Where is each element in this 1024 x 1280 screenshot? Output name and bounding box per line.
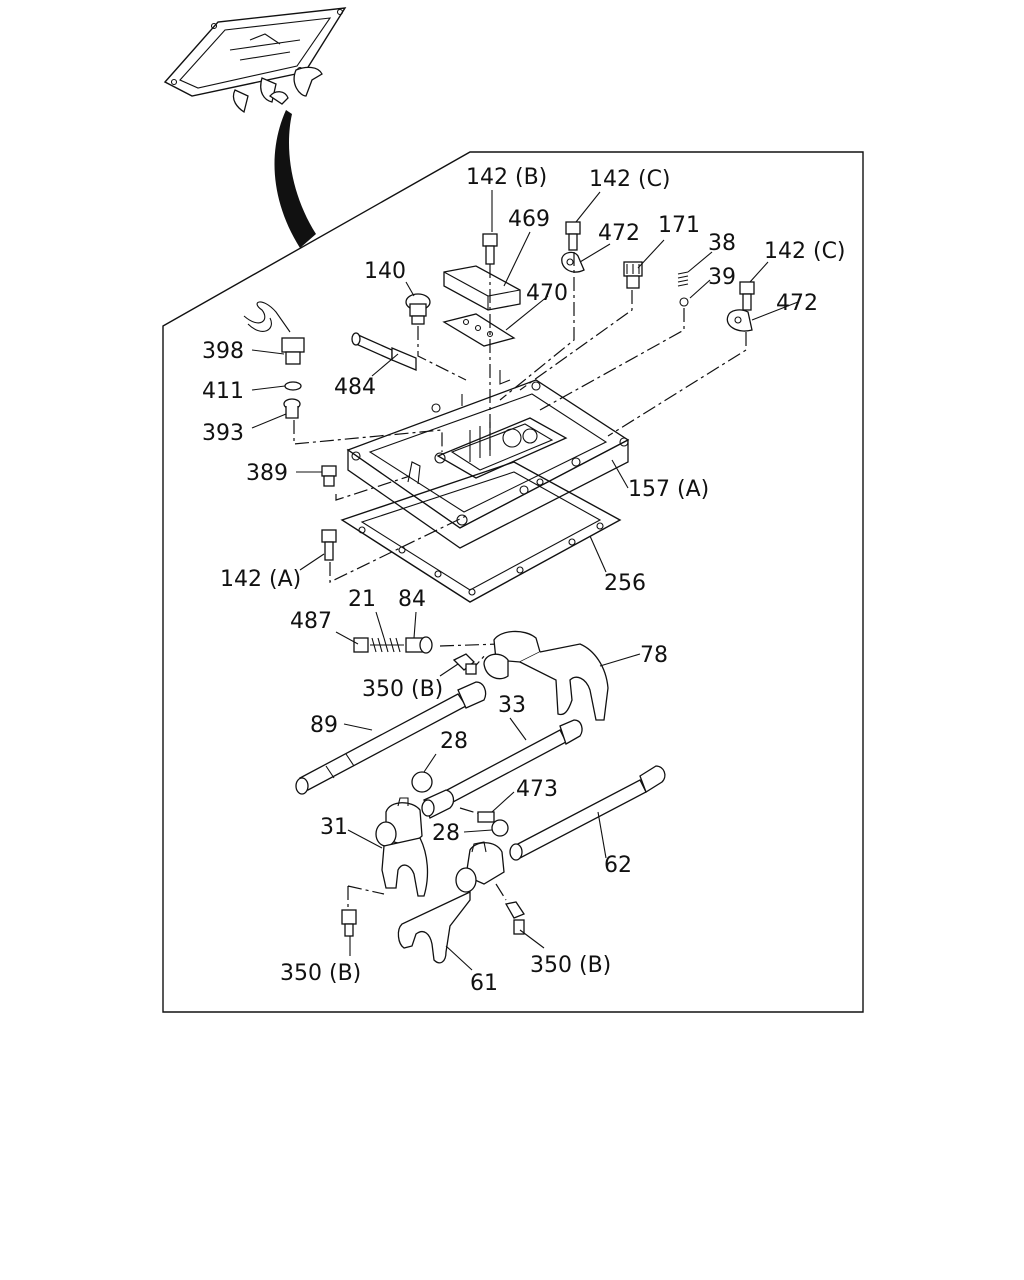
ball-39 bbox=[679, 297, 689, 307]
bracket-472-right bbox=[726, 309, 753, 332]
label-472-right: 472 bbox=[776, 291, 818, 316]
label-411: 411 bbox=[202, 379, 244, 404]
label-472-top: 472 bbox=[598, 221, 640, 246]
shaft-33 bbox=[421, 719, 583, 819]
diagram-frame bbox=[162, 151, 864, 1013]
label-350b-right: 350 (B) bbox=[530, 953, 611, 978]
label-142a: 142 (A) bbox=[220, 567, 301, 592]
label-21: 21 bbox=[348, 587, 376, 612]
label-140: 140 bbox=[364, 259, 406, 284]
label-171: 171 bbox=[658, 213, 700, 238]
shift-fork-78 bbox=[483, 630, 609, 721]
label-28-top: 28 bbox=[440, 729, 468, 754]
label-31: 31 bbox=[320, 815, 348, 840]
label-393: 393 bbox=[202, 421, 244, 446]
bolt-350b-right bbox=[504, 901, 525, 935]
label-350b-left: 350 (B) bbox=[280, 961, 361, 986]
label-142c-top: 142 (C) bbox=[589, 167, 671, 192]
shaft-484 bbox=[351, 332, 417, 371]
assembly-thumbnail bbox=[163, 7, 347, 114]
label-62: 62 bbox=[604, 853, 632, 878]
label-33: 33 bbox=[498, 693, 526, 718]
pin-393 bbox=[283, 398, 301, 419]
switch-171 bbox=[623, 261, 643, 289]
bolt-350b-mid bbox=[452, 653, 477, 675]
plug-389 bbox=[321, 465, 337, 487]
label-142c-right: 142 (C) bbox=[764, 239, 846, 264]
label-142b-top: 142 (B) bbox=[466, 165, 547, 190]
plate-469 bbox=[443, 265, 521, 311]
label-157a: 157 (A) bbox=[628, 477, 709, 502]
label-28-bot: 28 bbox=[432, 821, 460, 846]
shift-cover-157a bbox=[346, 370, 630, 549]
spring-38 bbox=[677, 271, 689, 287]
plug-140 bbox=[405, 293, 431, 325]
label-38: 38 bbox=[708, 231, 736, 256]
label-61: 61 bbox=[470, 971, 498, 996]
label-470: 470 bbox=[526, 281, 568, 306]
shaft-62 bbox=[509, 765, 666, 861]
ball-28-top bbox=[411, 771, 433, 793]
bolt-350b-left bbox=[341, 909, 357, 937]
label-487: 487 bbox=[290, 609, 332, 634]
label-84: 84 bbox=[398, 587, 426, 612]
gasket-256 bbox=[340, 461, 622, 603]
label-469: 469 bbox=[508, 207, 550, 232]
bolt-142b-top bbox=[482, 233, 498, 265]
switch-398 bbox=[243, 301, 305, 365]
detent-84 bbox=[405, 636, 433, 654]
detent-assembly bbox=[353, 636, 433, 654]
pointer-arrow bbox=[274, 110, 316, 248]
pin-473 bbox=[477, 811, 495, 823]
alignment-lines bbox=[293, 252, 747, 910]
ball-28-bottom bbox=[491, 819, 509, 837]
shaft-89 bbox=[295, 681, 487, 795]
label-39: 39 bbox=[708, 265, 736, 290]
bolt-142c-top bbox=[565, 221, 581, 251]
part-labels: 142 (B) 142 (C) 469 472 171 38 140 470 3… bbox=[202, 165, 846, 996]
plug-487 bbox=[353, 637, 369, 653]
label-89: 89 bbox=[310, 713, 338, 738]
label-473: 473 bbox=[516, 777, 558, 802]
bolt-142c-right bbox=[739, 281, 755, 311]
label-484: 484 bbox=[334, 375, 376, 400]
shift-fork-61 bbox=[397, 841, 505, 964]
label-389: 389 bbox=[246, 461, 288, 486]
washer-411 bbox=[284, 381, 302, 391]
shift-fork-31 bbox=[375, 797, 429, 897]
leader-lines bbox=[251, 190, 799, 971]
label-398: 398 bbox=[202, 339, 244, 364]
label-350b-mid: 350 (B) bbox=[362, 677, 443, 702]
bolt-142a bbox=[321, 529, 337, 561]
label-78: 78 bbox=[640, 643, 668, 668]
label-256: 256 bbox=[604, 571, 646, 596]
